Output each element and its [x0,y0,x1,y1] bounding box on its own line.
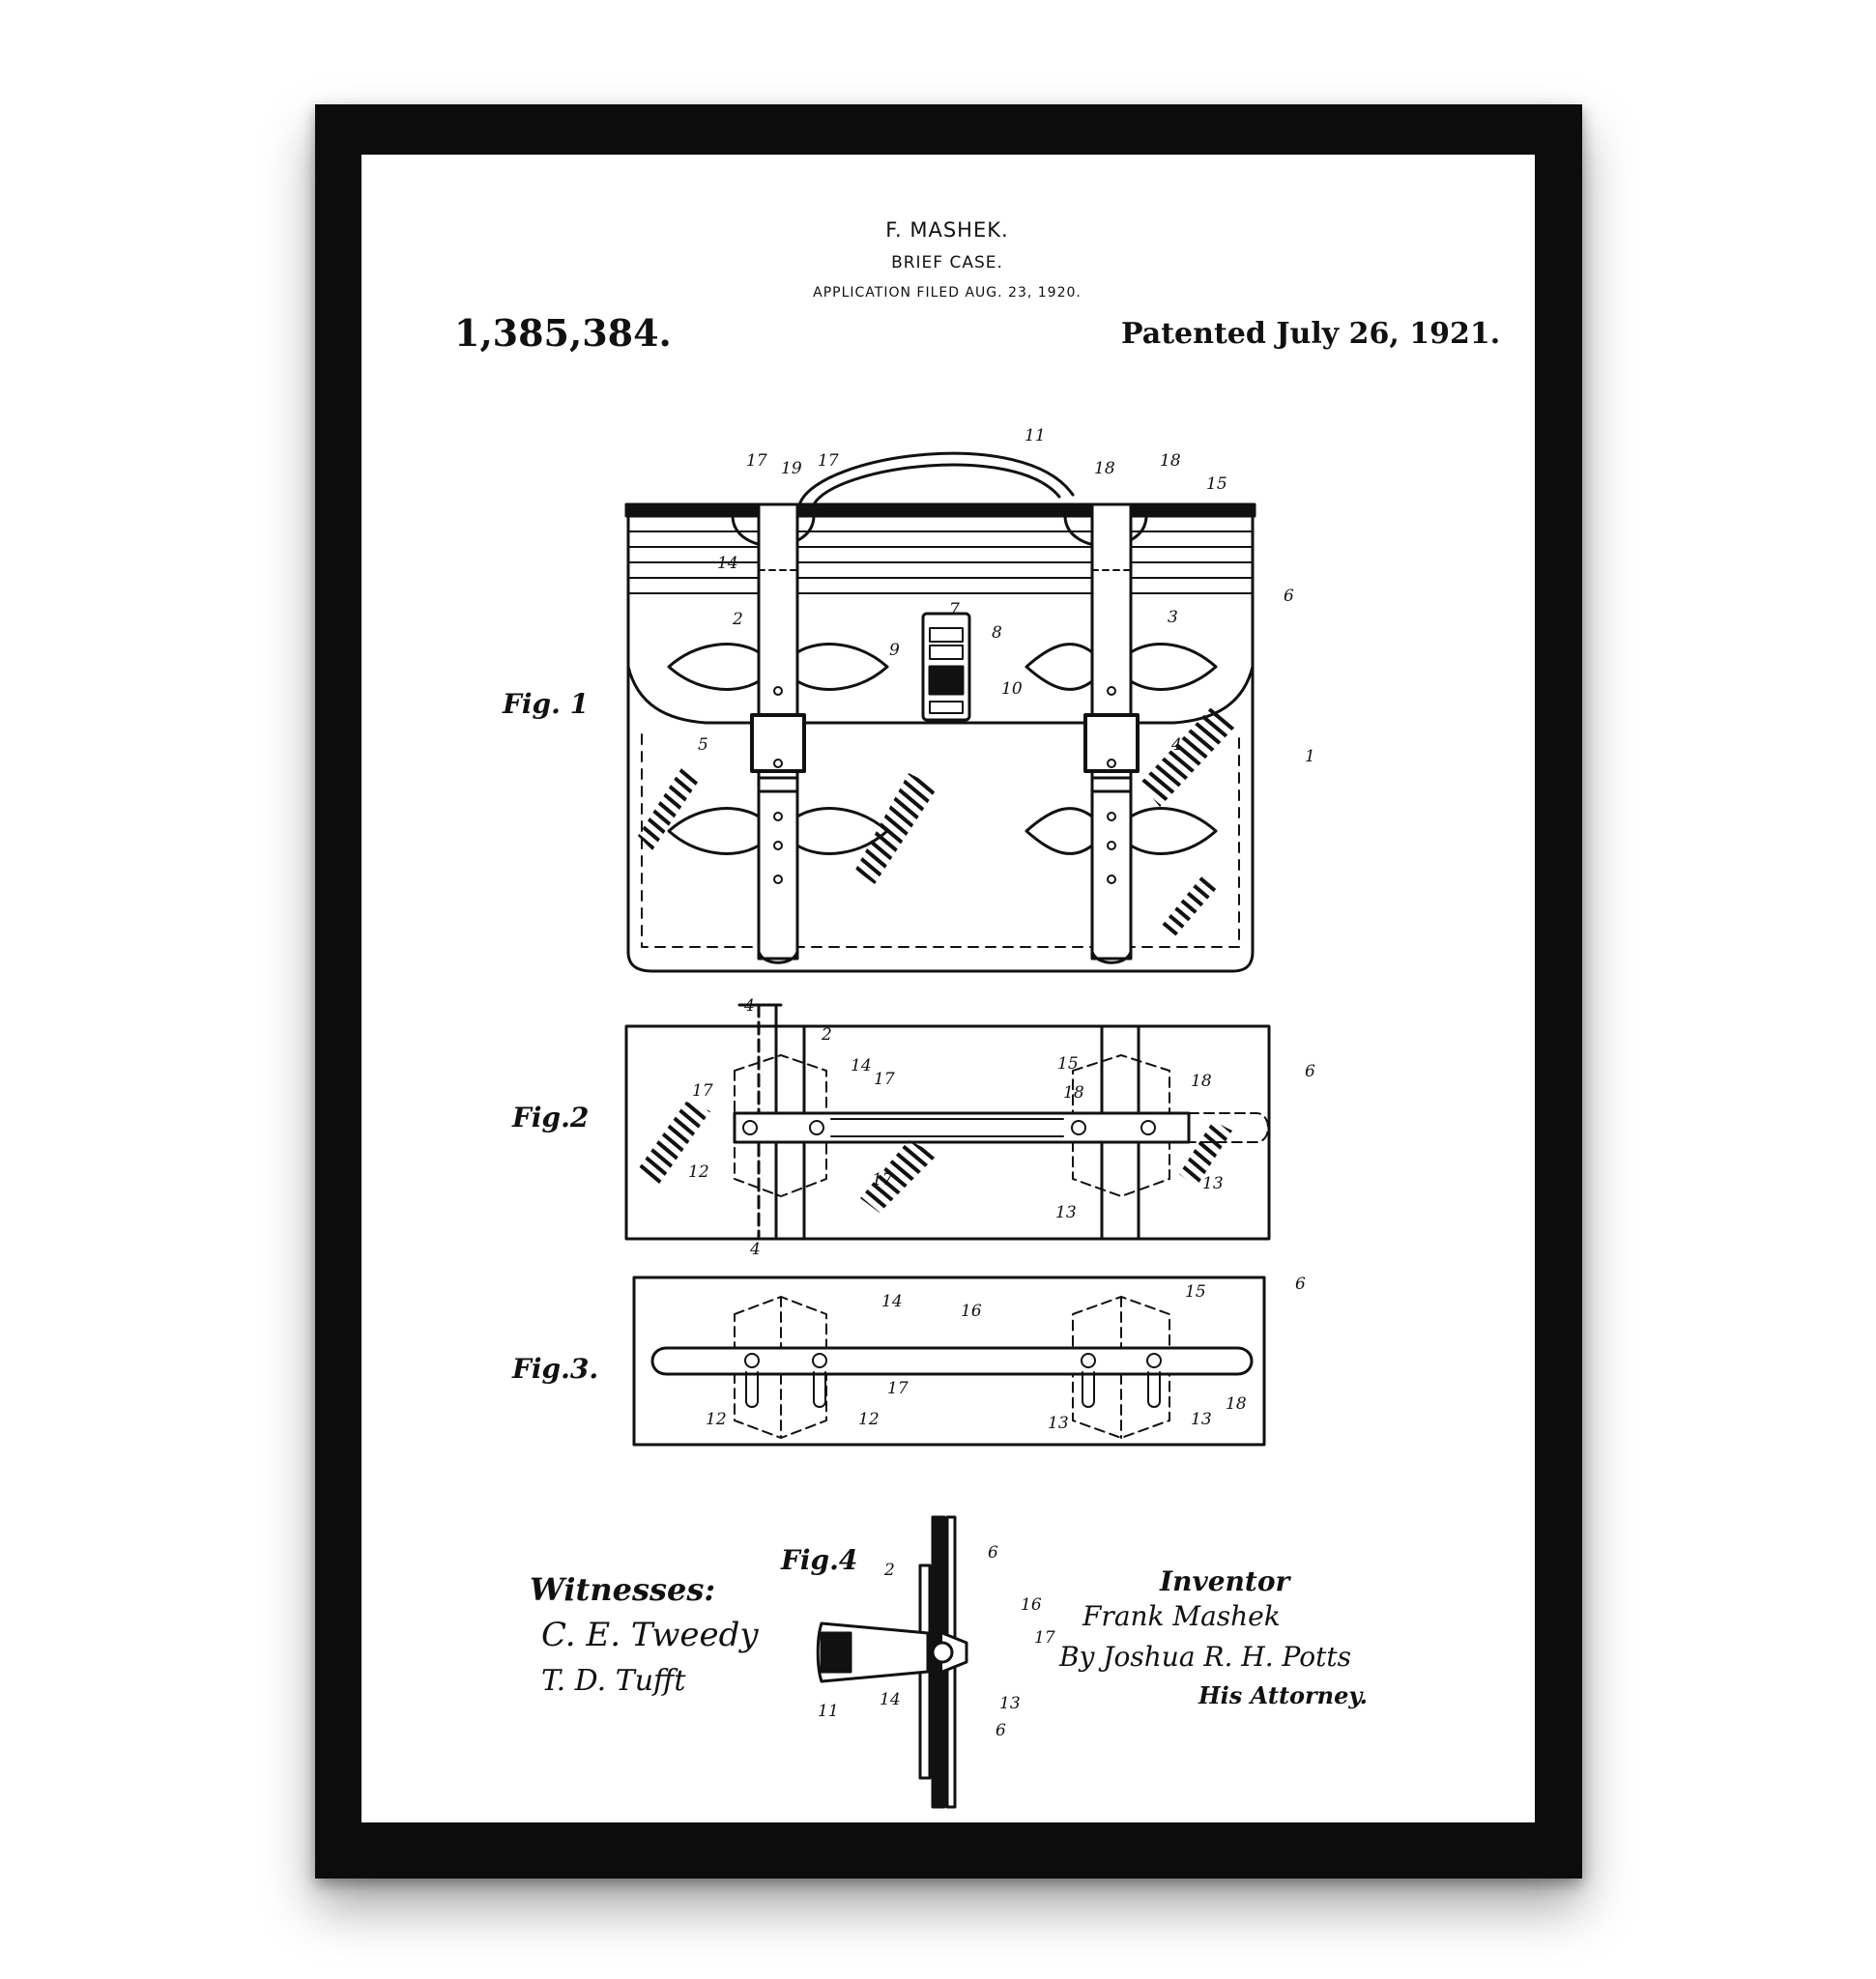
fig3-label: Fig.3. [512,1353,598,1385]
svg-text:6: 6 [996,1721,1006,1740]
inventor-signature: Frank Mashek [1082,1600,1281,1632]
fig1-briefcase [626,453,1255,971]
svg-text:17: 17 [818,451,839,471]
svg-text:13: 13 [1191,1410,1212,1429]
svg-text:2: 2 [821,1025,832,1045]
svg-text:3: 3 [1168,608,1178,627]
svg-text:10: 10 [1001,679,1023,699]
attorney-label: His Attorney. [1198,1681,1368,1709]
fig2-top-view [626,1005,1269,1239]
svg-text:18: 18 [1160,451,1181,471]
svg-text:17: 17 [872,1170,893,1190]
svg-text:17: 17 [874,1070,895,1089]
svg-text:15: 15 [1185,1282,1206,1302]
svg-text:14: 14 [881,1292,903,1311]
svg-text:13: 13 [1055,1203,1077,1222]
svg-text:4: 4 [1170,735,1182,755]
svg-text:18: 18 [1191,1072,1212,1091]
svg-text:12: 12 [858,1410,880,1429]
witness-signature-1: C. E. Tweedy [541,1616,759,1654]
svg-text:13: 13 [999,1694,1021,1713]
svg-text:19: 19 [781,459,802,478]
svg-text:6: 6 [988,1543,998,1563]
svg-text:5: 5 [698,735,708,755]
svg-text:4: 4 [749,1240,761,1259]
svg-text:17: 17 [692,1081,713,1101]
svg-text:6: 6 [1295,1275,1306,1294]
witnesses-label: Witnesses: [530,1571,715,1608]
svg-text:17: 17 [746,451,767,471]
svg-text:1: 1 [1305,747,1315,766]
fig1-label: Fig. 1 [503,688,589,720]
svg-text:15: 15 [1057,1054,1079,1074]
witness-signature-2: T. D. Tufft [541,1664,685,1698]
svg-text:11: 11 [1025,426,1046,445]
svg-text:17: 17 [887,1379,909,1398]
svg-text:16: 16 [1021,1595,1042,1615]
inventor-label: Inventor [1160,1565,1289,1597]
fig4-label: Fig.4 [781,1544,857,1576]
svg-text:15: 15 [1206,474,1227,494]
svg-text:6: 6 [1305,1062,1315,1081]
svg-text:2: 2 [883,1561,895,1580]
svg-text:14: 14 [717,554,738,573]
svg-text:18: 18 [1094,459,1115,478]
svg-text:17: 17 [1034,1628,1055,1648]
svg-text:12: 12 [688,1162,709,1182]
attorney-signature: By Joshua R. H. Potts [1059,1641,1351,1673]
svg-text:4: 4 [743,996,755,1016]
svg-text:14: 14 [851,1056,872,1076]
svg-text:12: 12 [706,1410,727,1429]
svg-text:18: 18 [1063,1083,1084,1103]
fig3-inside-view [634,1277,1264,1445]
svg-text:7: 7 [949,600,960,619]
svg-text:16: 16 [961,1302,982,1321]
svg-text:8: 8 [992,623,1002,643]
svg-text:6: 6 [1284,587,1294,606]
svg-text:11: 11 [818,1702,839,1721]
svg-text:9: 9 [889,641,900,660]
svg-text:2: 2 [732,610,743,629]
svg-text:13: 13 [1048,1414,1069,1433]
fig2-label: Fig.2 [512,1102,589,1133]
svg-text:14: 14 [880,1690,901,1709]
svg-text:13: 13 [1202,1174,1224,1193]
svg-text:18: 18 [1226,1394,1247,1414]
